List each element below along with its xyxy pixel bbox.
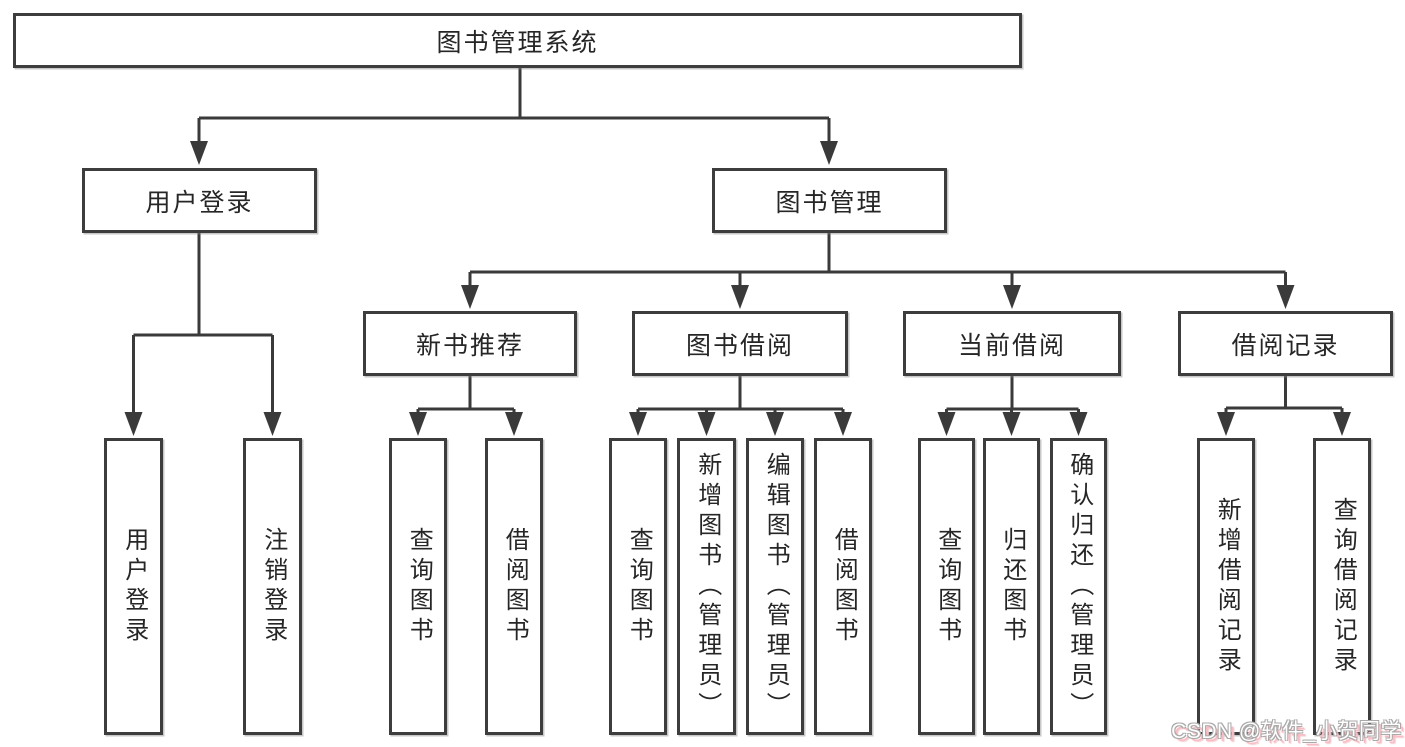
node-user-login: 用户登录 xyxy=(82,168,317,233)
leaf-borrow-books-borrowing: 借阅图书 xyxy=(814,438,872,735)
node-label: 图书管理 xyxy=(775,188,884,217)
leaf-label: 借阅图书 xyxy=(830,526,858,647)
leaf-label: 注销登录 xyxy=(259,526,287,647)
node-book-management: 图书管理 xyxy=(712,168,947,233)
leaf-return-books: 归还图书 xyxy=(983,438,1040,735)
leaf-label: 新增借阅记录 xyxy=(1213,496,1241,677)
leaf-label: 查询图书 xyxy=(625,526,653,647)
leaf-label: 查询图书 xyxy=(405,526,433,647)
leaf-label: 查询借阅记录 xyxy=(1329,496,1357,677)
leaf-confirm-return-admin: 确认归还（管理员） xyxy=(1050,438,1107,735)
leaf-label: 归还图书 xyxy=(998,526,1026,647)
leaf-query-borrow-record: 查询借阅记录 xyxy=(1313,438,1371,735)
leaf-label: 借阅图书 xyxy=(501,526,529,647)
leaf-query-books-recommend: 查询图书 xyxy=(389,438,447,735)
node-borrowing-records: 借阅记录 xyxy=(1178,311,1393,376)
leaf-label: 用户登录 xyxy=(120,526,148,647)
leaf-add-borrow-record: 新增借阅记录 xyxy=(1197,438,1255,735)
csdn-watermark: CSDN @软件_小贺同学 xyxy=(1171,720,1402,743)
node-label: 用户登录 xyxy=(145,188,254,217)
leaf-user-login: 用户登录 xyxy=(104,438,163,735)
leaf-label: 确认归还（管理员） xyxy=(1065,451,1093,722)
node-label: 新书推荐 xyxy=(415,331,524,360)
leaf-query-books-current: 查询图书 xyxy=(918,438,975,735)
leaf-label: 新增图书（管理员） xyxy=(693,451,721,722)
node-new-book-recommendation: 新书推荐 xyxy=(363,311,577,376)
leaf-edit-books-admin: 编辑图书（管理员） xyxy=(746,438,804,735)
leaf-borrow-books-recommend: 借阅图书 xyxy=(485,438,543,735)
leaf-query-books-borrowing: 查询图书 xyxy=(609,438,667,735)
node-book-borrowing: 图书借阅 xyxy=(632,311,848,376)
leaf-add-books-admin: 新增图书（管理员） xyxy=(677,438,736,735)
node-library-management-system: 图书管理系统 xyxy=(13,13,1022,68)
node-label: 图书借阅 xyxy=(685,331,794,360)
node-label: 图书管理系统 xyxy=(436,28,599,57)
leaf-label: 查询图书 xyxy=(933,526,961,647)
node-label: 借阅记录 xyxy=(1231,331,1340,360)
node-label: 当前借阅 xyxy=(957,331,1066,360)
leaf-logout: 注销登录 xyxy=(243,438,302,735)
node-current-borrowing: 当前借阅 xyxy=(903,311,1121,376)
leaf-label: 编辑图书（管理员） xyxy=(762,451,790,722)
